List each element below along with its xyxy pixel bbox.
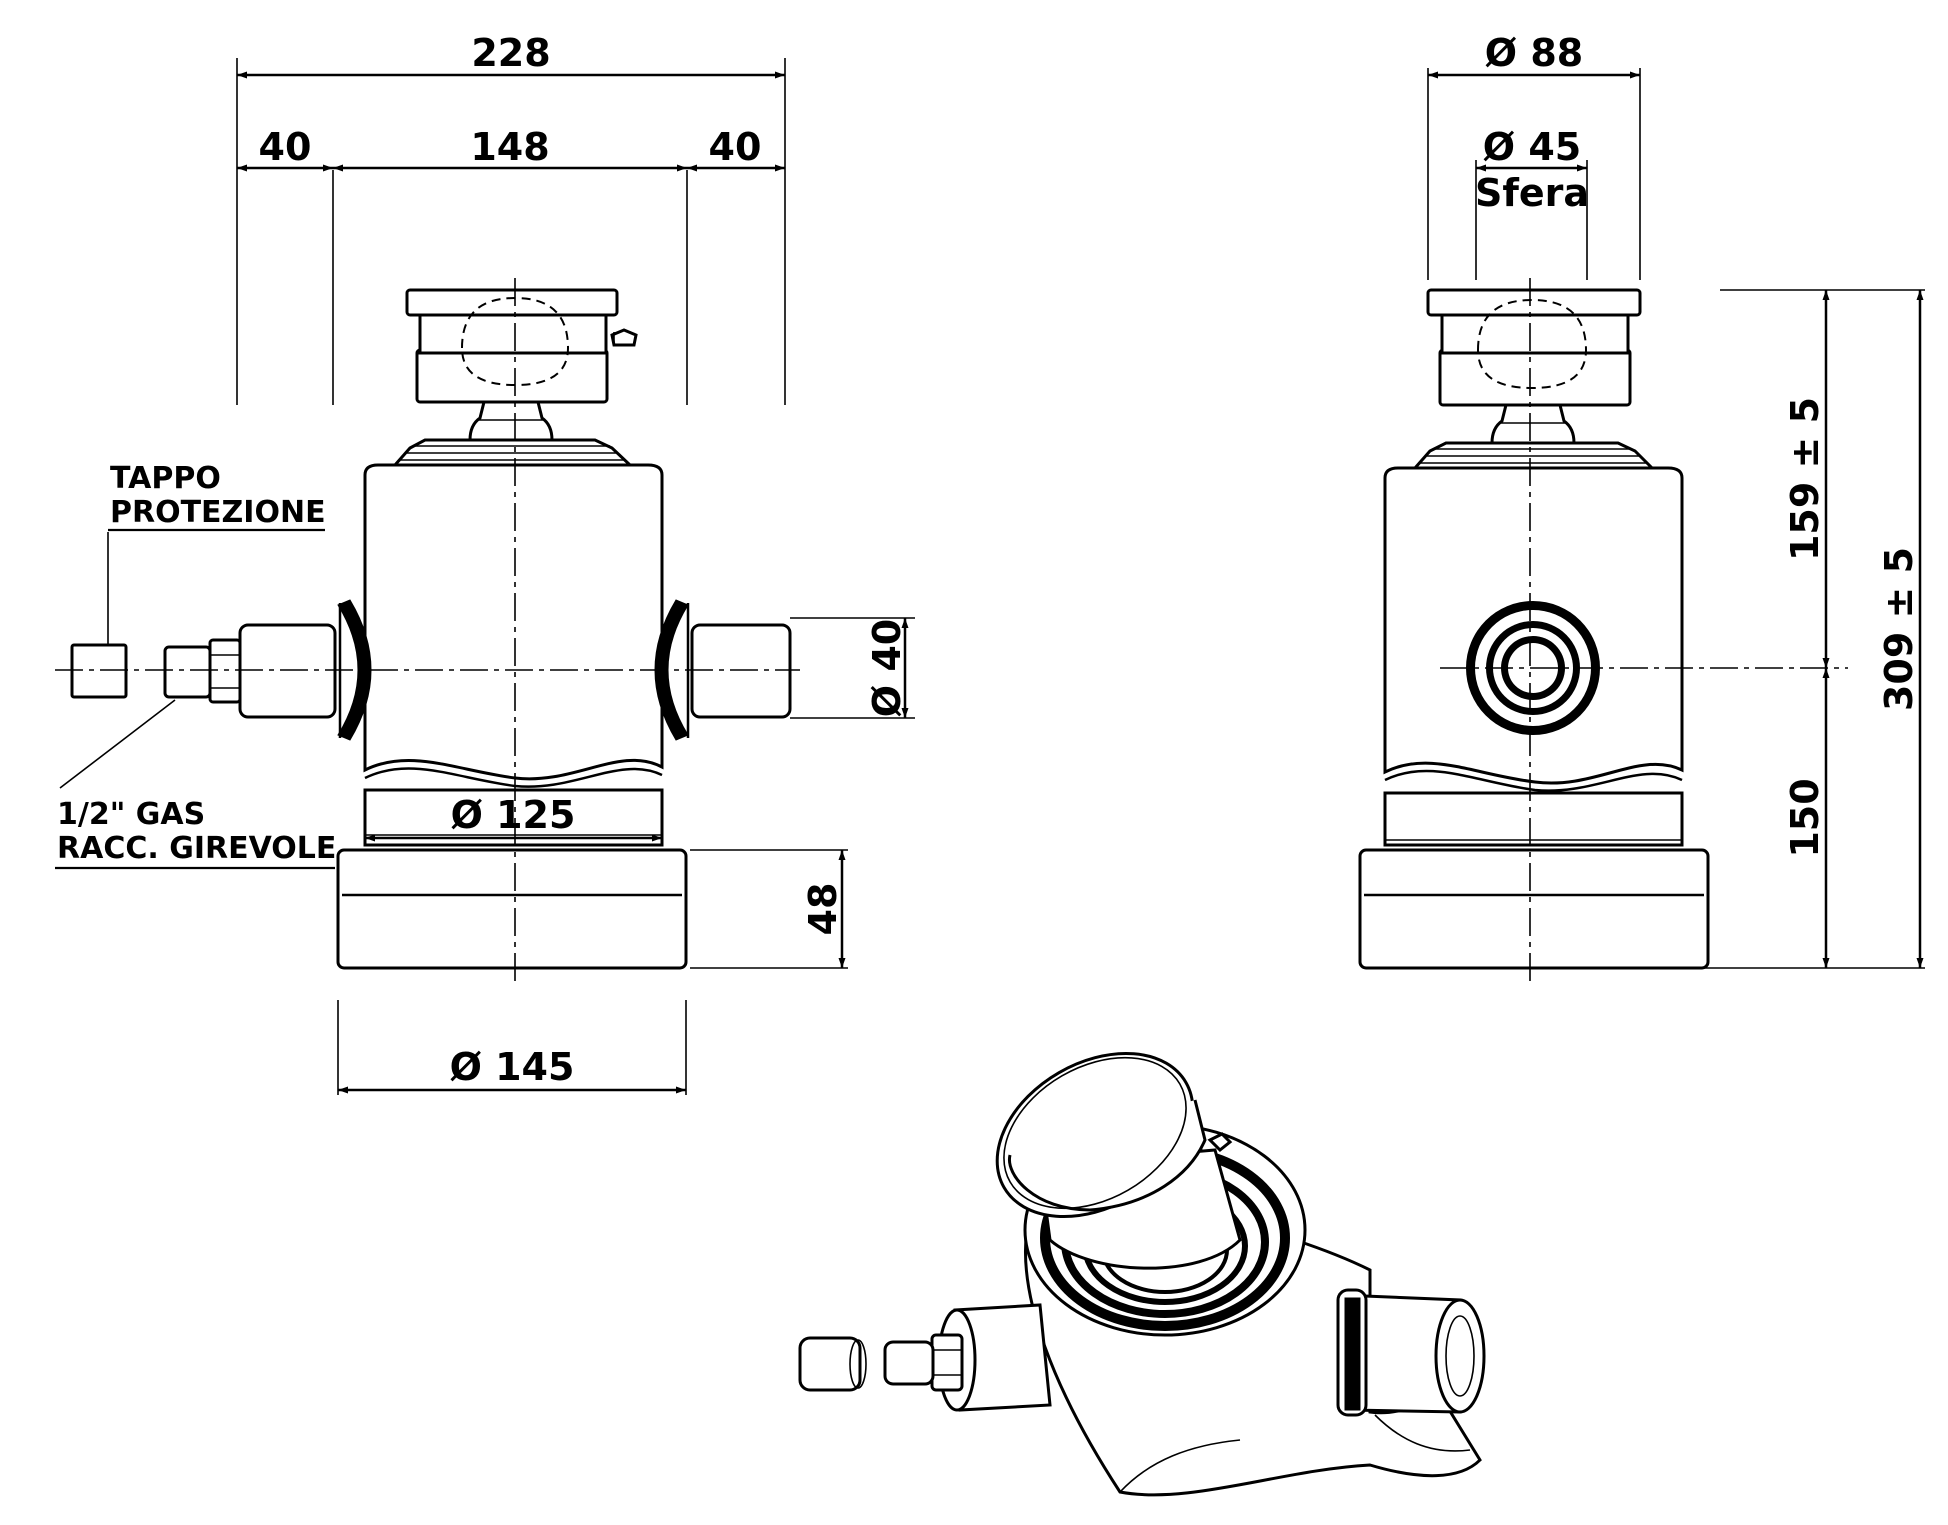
right-offset-label: 40 <box>709 125 762 169</box>
front-swivel-fitting <box>163 638 242 704</box>
front-head <box>405 288 638 404</box>
fitting-callout: 1/2" GAS RACC. GIREVOLE <box>55 797 336 870</box>
front-extension-lines <box>236 58 915 1095</box>
dimension-body-diameter: Ø 125 <box>365 793 662 842</box>
front-seal-stack <box>391 400 634 467</box>
side-center-lines <box>1440 278 1848 985</box>
dimension-base-diameter: Ø 145 <box>338 1045 686 1094</box>
front-leaders <box>59 532 176 789</box>
overall-height-label: 309 ± 5 <box>1877 547 1921 711</box>
overall-width-label: 228 <box>471 31 550 75</box>
dimension-overall-height: 309 ± 5 <box>1877 290 1924 968</box>
dimension-lower-height: 150 <box>1783 668 1830 968</box>
base-height-label: 48 <box>801 883 845 936</box>
base-diameter-label: Ø 145 <box>450 1045 575 1089</box>
front-protection-cap <box>70 643 128 699</box>
center-width-label: 148 <box>470 125 549 169</box>
dimension-inlet-diameter: Ø 40 <box>865 618 909 718</box>
front-view: 228 40 148 40 <box>55 31 915 1095</box>
side-head <box>1426 288 1642 407</box>
cap-label-line1: TAPPO <box>110 461 221 496</box>
front-base <box>336 848 688 970</box>
ball-label: Sfera <box>1475 171 1589 215</box>
body-diameter-label: Ø 125 <box>451 793 576 837</box>
dimension-stroke-length: 159 ± 5 <box>1783 290 1830 668</box>
dimension-ball-diameter: Ø 45 Sfera <box>1475 125 1589 215</box>
dimension-overall-width: 228 <box>237 31 785 79</box>
isometric-view <box>798 1051 1486 1497</box>
inlet-diameter-label: Ø 40 <box>865 619 909 717</box>
fitting-label-line2: RACC. GIREVOLE <box>57 831 336 866</box>
lower-height-label: 150 <box>1783 778 1827 857</box>
side-base <box>1358 848 1710 970</box>
cap-callout: TAPPO PROTEZIONE <box>108 461 326 532</box>
dimension-offsets: 40 148 40 <box>237 125 785 172</box>
stroke-length-label: 159 ± 5 <box>1783 397 1827 561</box>
left-offset-label: 40 <box>259 125 312 169</box>
front-cylinder-body <box>363 463 664 847</box>
side-seal-stack <box>1411 403 1656 470</box>
dimension-head-diameter: Ø 88 <box>1428 31 1640 79</box>
dimension-base-height: 48 <box>801 850 846 968</box>
cap-label-line2: PROTEZIONE <box>110 495 326 530</box>
side-view: Ø 88 Ø 45 Sfera <box>1358 31 1925 985</box>
ball-diameter-label: Ø 45 <box>1483 125 1581 169</box>
front-center-lines <box>55 278 800 985</box>
head-diameter-label: Ø 88 <box>1485 31 1583 75</box>
fitting-label-line1: 1/2" GAS <box>57 797 205 832</box>
